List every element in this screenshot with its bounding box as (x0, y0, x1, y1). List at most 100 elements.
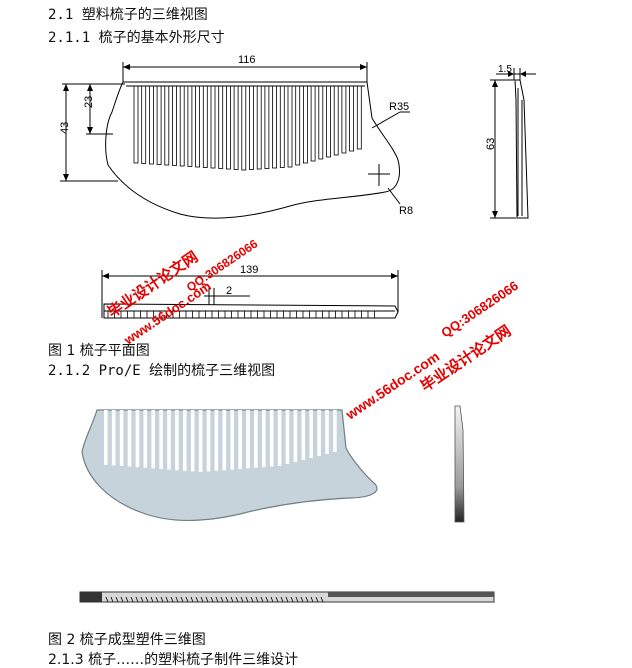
tooth-gap (317, 410, 321, 456)
tooth (272, 85, 278, 169)
tooth-gap (285, 410, 290, 464)
tooth-mark (145, 596, 149, 603)
tooth-mark (110, 596, 114, 603)
tooth (279, 85, 285, 168)
tooth-mark (240, 596, 244, 603)
tooth (295, 85, 301, 166)
tooth-mark (305, 596, 309, 603)
figure-2-caption: 图 2 梳子成型塑件三维图 (48, 632, 206, 648)
tooth-gap (135, 410, 140, 468)
tooth (333, 85, 339, 156)
tooth-mark (280, 596, 284, 603)
tooth-gap (111, 410, 116, 466)
teeth-3d (104, 410, 337, 472)
tooth-gap (254, 410, 258, 468)
tooth-gap (206, 410, 211, 472)
tooth (164, 85, 170, 166)
tooth-gap (246, 410, 250, 469)
teeth-front (133, 85, 362, 171)
tooth-mark (120, 596, 124, 603)
tooth-gap (167, 410, 171, 470)
figure-2-drawing (79, 405, 495, 603)
tooth-gap (127, 410, 132, 467)
tooth-mark (130, 596, 134, 603)
tooth (210, 85, 216, 169)
dim-radius-upper: R35 (389, 101, 409, 113)
tooth-gap (277, 410, 282, 466)
tooth (172, 85, 177, 166)
tooth-mark (180, 596, 184, 603)
tooth (310, 85, 316, 162)
tooth-mark (225, 596, 229, 603)
tooth-gap (175, 410, 179, 471)
tooth-mark (320, 596, 324, 603)
dim-thickness: 1.5 (498, 64, 512, 75)
tooth-mark (300, 596, 304, 603)
tooth-gap (190, 410, 195, 472)
tooth (241, 85, 247, 171)
tooth (341, 85, 347, 154)
tooth-gap (262, 410, 266, 468)
tooth-mark (245, 596, 249, 603)
tooth-gap (222, 410, 227, 471)
tooth-mark (135, 596, 139, 603)
tooth (326, 85, 331, 158)
dim-height-teeth: 23 (83, 96, 95, 108)
tooth-mark (315, 596, 319, 603)
tooth-mark (210, 596, 214, 603)
tooth-mark (265, 596, 269, 603)
tooth (256, 85, 262, 170)
comb-outline-front (105, 81, 400, 219)
dim-height-total: 43 (59, 122, 71, 134)
tooth-mark (235, 596, 239, 603)
section-heading: 2.1 塑料梳子的三维视图 (48, 7, 208, 23)
tooth (287, 85, 293, 168)
tooth-mark (290, 596, 294, 603)
tooth-mark (185, 596, 189, 603)
tooth-mark (310, 596, 314, 603)
next-section-line: 2.1.3 梳子……的塑料梳子制件三维设计 (48, 652, 299, 668)
tooth (233, 85, 239, 170)
tooth-mark (125, 596, 129, 603)
comb-bottom-view (103, 303, 399, 319)
teeth-bottom (107, 311, 375, 318)
tooth-gap (143, 410, 148, 468)
tooth-mark (250, 596, 254, 603)
tooth-gap (269, 410, 274, 467)
tooth-mark (190, 596, 194, 603)
tooth-gap (119, 410, 124, 466)
tooth-mark (255, 596, 259, 603)
tooth-gap (230, 410, 234, 470)
comb-3d-side (454, 405, 465, 523)
tooth-mark (170, 596, 174, 603)
tooth-gap (333, 410, 337, 452)
dim-tooth-pitch: 2 (226, 285, 232, 297)
tooth-mark (165, 596, 169, 603)
subsection-heading-3d: 2.1.2 Pro/E 绘制的梳子三维视图 (48, 363, 276, 379)
tooth-mark (195, 596, 199, 603)
tooth-mark (175, 596, 179, 603)
tooth-gap (238, 410, 242, 469)
tooth-gap (159, 410, 163, 469)
tooth-gap (151, 410, 155, 469)
comb-3d-body (81, 409, 378, 522)
tooth (349, 85, 355, 152)
tooth (156, 85, 162, 165)
dim-side-height: 63 (485, 138, 497, 150)
tooth-mark (205, 596, 209, 603)
tooth-mark (285, 596, 289, 603)
tooth (318, 85, 324, 160)
figure-1-caption: 图 1 梳子平面图 (48, 343, 150, 359)
dim-width-top: 116 (238, 54, 256, 66)
subsection-heading-dimensions: 2.1.1 梳子的基本外形尺寸 (48, 30, 225, 46)
tooth-mark (215, 596, 219, 603)
figure-1-drawing: 116 43 23 R35 R8 1.5 63 139 2 (59, 54, 536, 319)
tooth (264, 85, 270, 169)
tooth (302, 85, 308, 164)
dim-radius-lower: R8 (399, 205, 413, 217)
tooth-mark (155, 596, 159, 603)
teeth-3d-bottom (105, 596, 324, 603)
tooth-mark (220, 596, 224, 603)
tooth-gap (104, 410, 108, 465)
tooth-gap (198, 410, 203, 472)
